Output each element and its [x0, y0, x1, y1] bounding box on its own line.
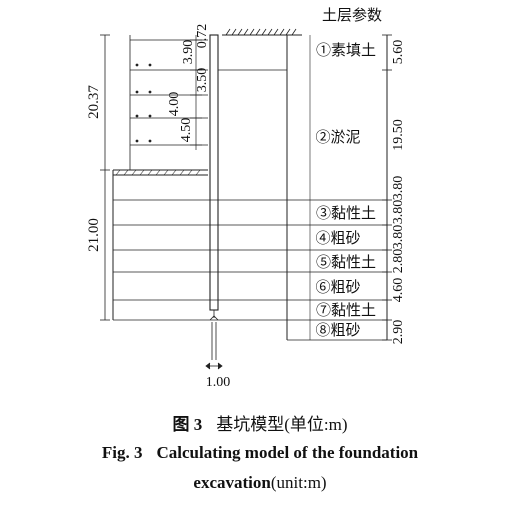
strut-spacing-5: 4.50 [179, 118, 194, 143]
layer-name-3: ③黏性土 [316, 205, 376, 222]
ground-surface-hatch [222, 28, 302, 36]
strut-spacing-3: 3.50 [195, 68, 210, 93]
left-dim-lower: 21.00 [86, 218, 102, 252]
wall-width-dimension [205, 362, 223, 370]
caption-cn-unit: (单位:m) [284, 415, 348, 434]
caption-english-line1: Fig. 3 Calculating model of the foundatio… [0, 443, 520, 463]
caption-en-label: Fig. 3 [101, 443, 143, 462]
layer-name-6: ⑥粗砂 [315, 279, 360, 296]
left-dim-upper: 20.37 [86, 85, 102, 119]
layer-thickness-5: 3.80 [391, 225, 406, 250]
caption-cn-title: 基坑模型 [216, 415, 285, 434]
layer-thickness-8: 2.90 [391, 320, 406, 345]
layer-name-2: ②淤泥 [315, 129, 360, 146]
left-dimension-line [100, 34, 110, 321]
caption-english-line2: excavation(unit:m) [0, 473, 520, 493]
strut-spacing-dimension [190, 35, 202, 150]
caption-en-title-line1: Calculating model of the foundation [156, 443, 419, 462]
strut-anchors [135, 63, 152, 143]
strut-spacing-4: 4.00 [167, 92, 182, 117]
layer-name-4: ④粗砂 [315, 230, 360, 247]
layer-name-5: ⑤黏性土 [316, 254, 376, 271]
layer-thickness-4: 3.80 [391, 200, 406, 225]
layer-thickness-3: 3.80 [391, 176, 406, 201]
caption-cn-label: 图 3 [172, 415, 203, 434]
layer-thickness-6: 2.80 [391, 249, 406, 274]
layer-name-8: ⑧粗砂 [315, 322, 360, 339]
right-dimension-ticks [382, 34, 392, 341]
diaphragm-wall [209, 34, 219, 311]
caption-en-unit: (unit:m) [270, 473, 327, 492]
layer-thickness-2: 19.50 [391, 119, 406, 151]
foundation-model-diagram: 1.00 0.72 3.90 3.50 4.00 4.50 20.37 21.0… [86, 7, 406, 390]
strut-spacing-1: 0.72 [195, 24, 210, 49]
layer-boundaries [113, 69, 387, 341]
wall-width-label: 1.00 [206, 375, 231, 390]
layer-name-1: ①素填土 [316, 42, 376, 59]
excavation-bottom-hatch [113, 169, 208, 176]
layer-thickness-1: 5.60 [391, 40, 406, 65]
layer-name-7: ⑦黏性土 [316, 302, 376, 319]
caption-chinese: 图 3 基坑模型(单位:m) [0, 410, 520, 435]
caption-en-title-line2: excavation [193, 473, 271, 492]
layer-thickness-7: 4.60 [391, 278, 406, 303]
strut-spacing-2: 3.90 [181, 40, 196, 65]
soil-params-header: 土层参数 [322, 7, 382, 24]
